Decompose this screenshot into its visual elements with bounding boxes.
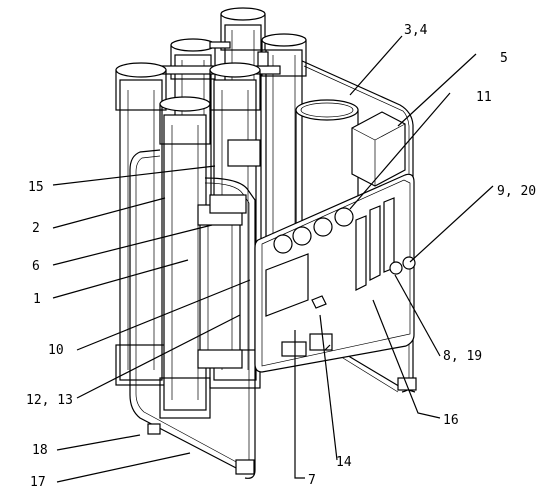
label-18: 18 (32, 443, 48, 458)
label-8-19: 8, 19 (443, 349, 482, 364)
pump-block (351, 111, 406, 187)
ro-membrane (197, 194, 247, 369)
label-15: 15 (28, 180, 44, 195)
label-7: 7 (308, 473, 316, 488)
label-16: 16 (443, 413, 459, 428)
control-panel (254, 173, 416, 373)
vessel-front-left (115, 62, 167, 386)
label-14: 14 (336, 455, 352, 470)
junction-box (227, 139, 261, 167)
label-5: 5 (500, 51, 508, 66)
left-frame (129, 149, 256, 479)
label-2: 2 (32, 221, 40, 236)
label-11: 11 (476, 90, 492, 105)
label-12-13: 12, 13 (26, 393, 73, 408)
leader-lines (52, 35, 494, 483)
label-6: 6 (32, 259, 40, 274)
label-9-20: 9, 20 (497, 184, 536, 199)
callout-labels: 3,4 5 11 9, 20 15 2 6 1 10 12, 13 18 17 … (26, 23, 536, 490)
label-1: 1 (33, 292, 41, 307)
bottom-fittings (281, 333, 333, 357)
label-3-4: 3,4 (404, 23, 428, 38)
label-17: 17 (30, 475, 46, 489)
label-10: 10 (48, 343, 64, 358)
